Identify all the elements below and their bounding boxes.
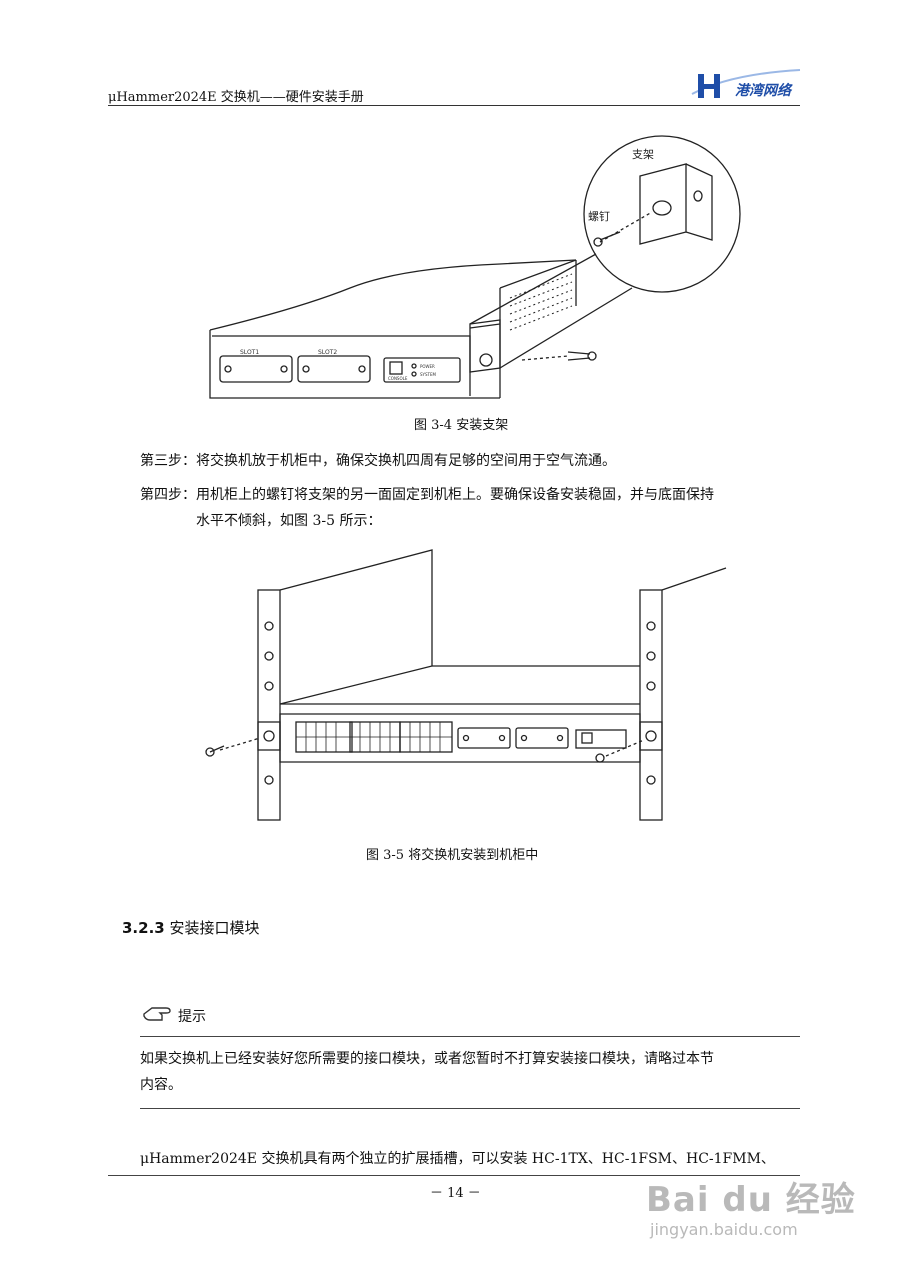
note-bottom-rule xyxy=(140,1108,800,1109)
watermark-brand: Bai du 经验 xyxy=(646,1180,856,1220)
figure-3-4-caption: 图 3-4 安装支架 xyxy=(414,418,509,433)
step-3-text: 第三步：将交换机放于机柜中，确保交换机四周有足够的空间用于空气流通。 xyxy=(140,453,616,469)
step-4-line-1: 第四步：用机柜上的螺钉将支架的另一面固定到机柜上。要确保设备安装稳固，并与底面保… xyxy=(140,487,714,503)
figure-bracket-install: 支架 螺钉 SLOT1 SLOT2 CONSOLE POWER SYSTEM xyxy=(209,135,741,399)
note-top-rule xyxy=(140,1036,800,1037)
company-logo xyxy=(691,69,801,98)
section-title: 安装接口模块 xyxy=(169,919,260,937)
header-divider xyxy=(108,105,800,106)
figure-3-5-caption: 图 3-5 将交换机安装到机柜中 xyxy=(366,848,539,863)
pointing-hand-icon xyxy=(143,1007,171,1021)
figure-rack-install xyxy=(205,549,727,821)
bracket-label: 支架 xyxy=(632,148,654,161)
slot1-label: SLOT1 xyxy=(240,349,259,356)
header-title: μHammer2024E 交换机——硬件安装手册 xyxy=(108,90,364,105)
body-paragraph: μHammer2024E 交换机具有两个独立的扩展插槽，可以安装 HC-1TX、… xyxy=(140,1151,775,1167)
system-label: SYSTEM xyxy=(420,372,436,377)
note-label: 提示 xyxy=(178,1009,206,1025)
section-number: 3.2.3 xyxy=(122,919,165,937)
screw-label: 螺钉 xyxy=(588,210,610,223)
note-line-1: 如果交换机上已经安装好您所需要的接口模块，或者您暂时不打算安装接口模块，请略过本… xyxy=(140,1051,714,1067)
detail-circle xyxy=(583,135,741,293)
slot2-label: SLOT2 xyxy=(318,349,337,356)
logo-text: 港湾网络 xyxy=(735,83,791,99)
note-line-2: 内容。 xyxy=(140,1077,182,1093)
section-heading: 3.2.3 安装接口模块 xyxy=(122,917,260,938)
console-label: CONSOLE xyxy=(388,376,408,381)
page-number: － 14 － xyxy=(430,1186,481,1201)
footer-divider xyxy=(108,1175,800,1176)
watermark-url: jingyan.baidu.com xyxy=(650,1220,798,1239)
power-label: POWER xyxy=(420,364,435,369)
step-4-line-2: 水平不倾斜，如图 3-5 所示： xyxy=(196,513,382,529)
